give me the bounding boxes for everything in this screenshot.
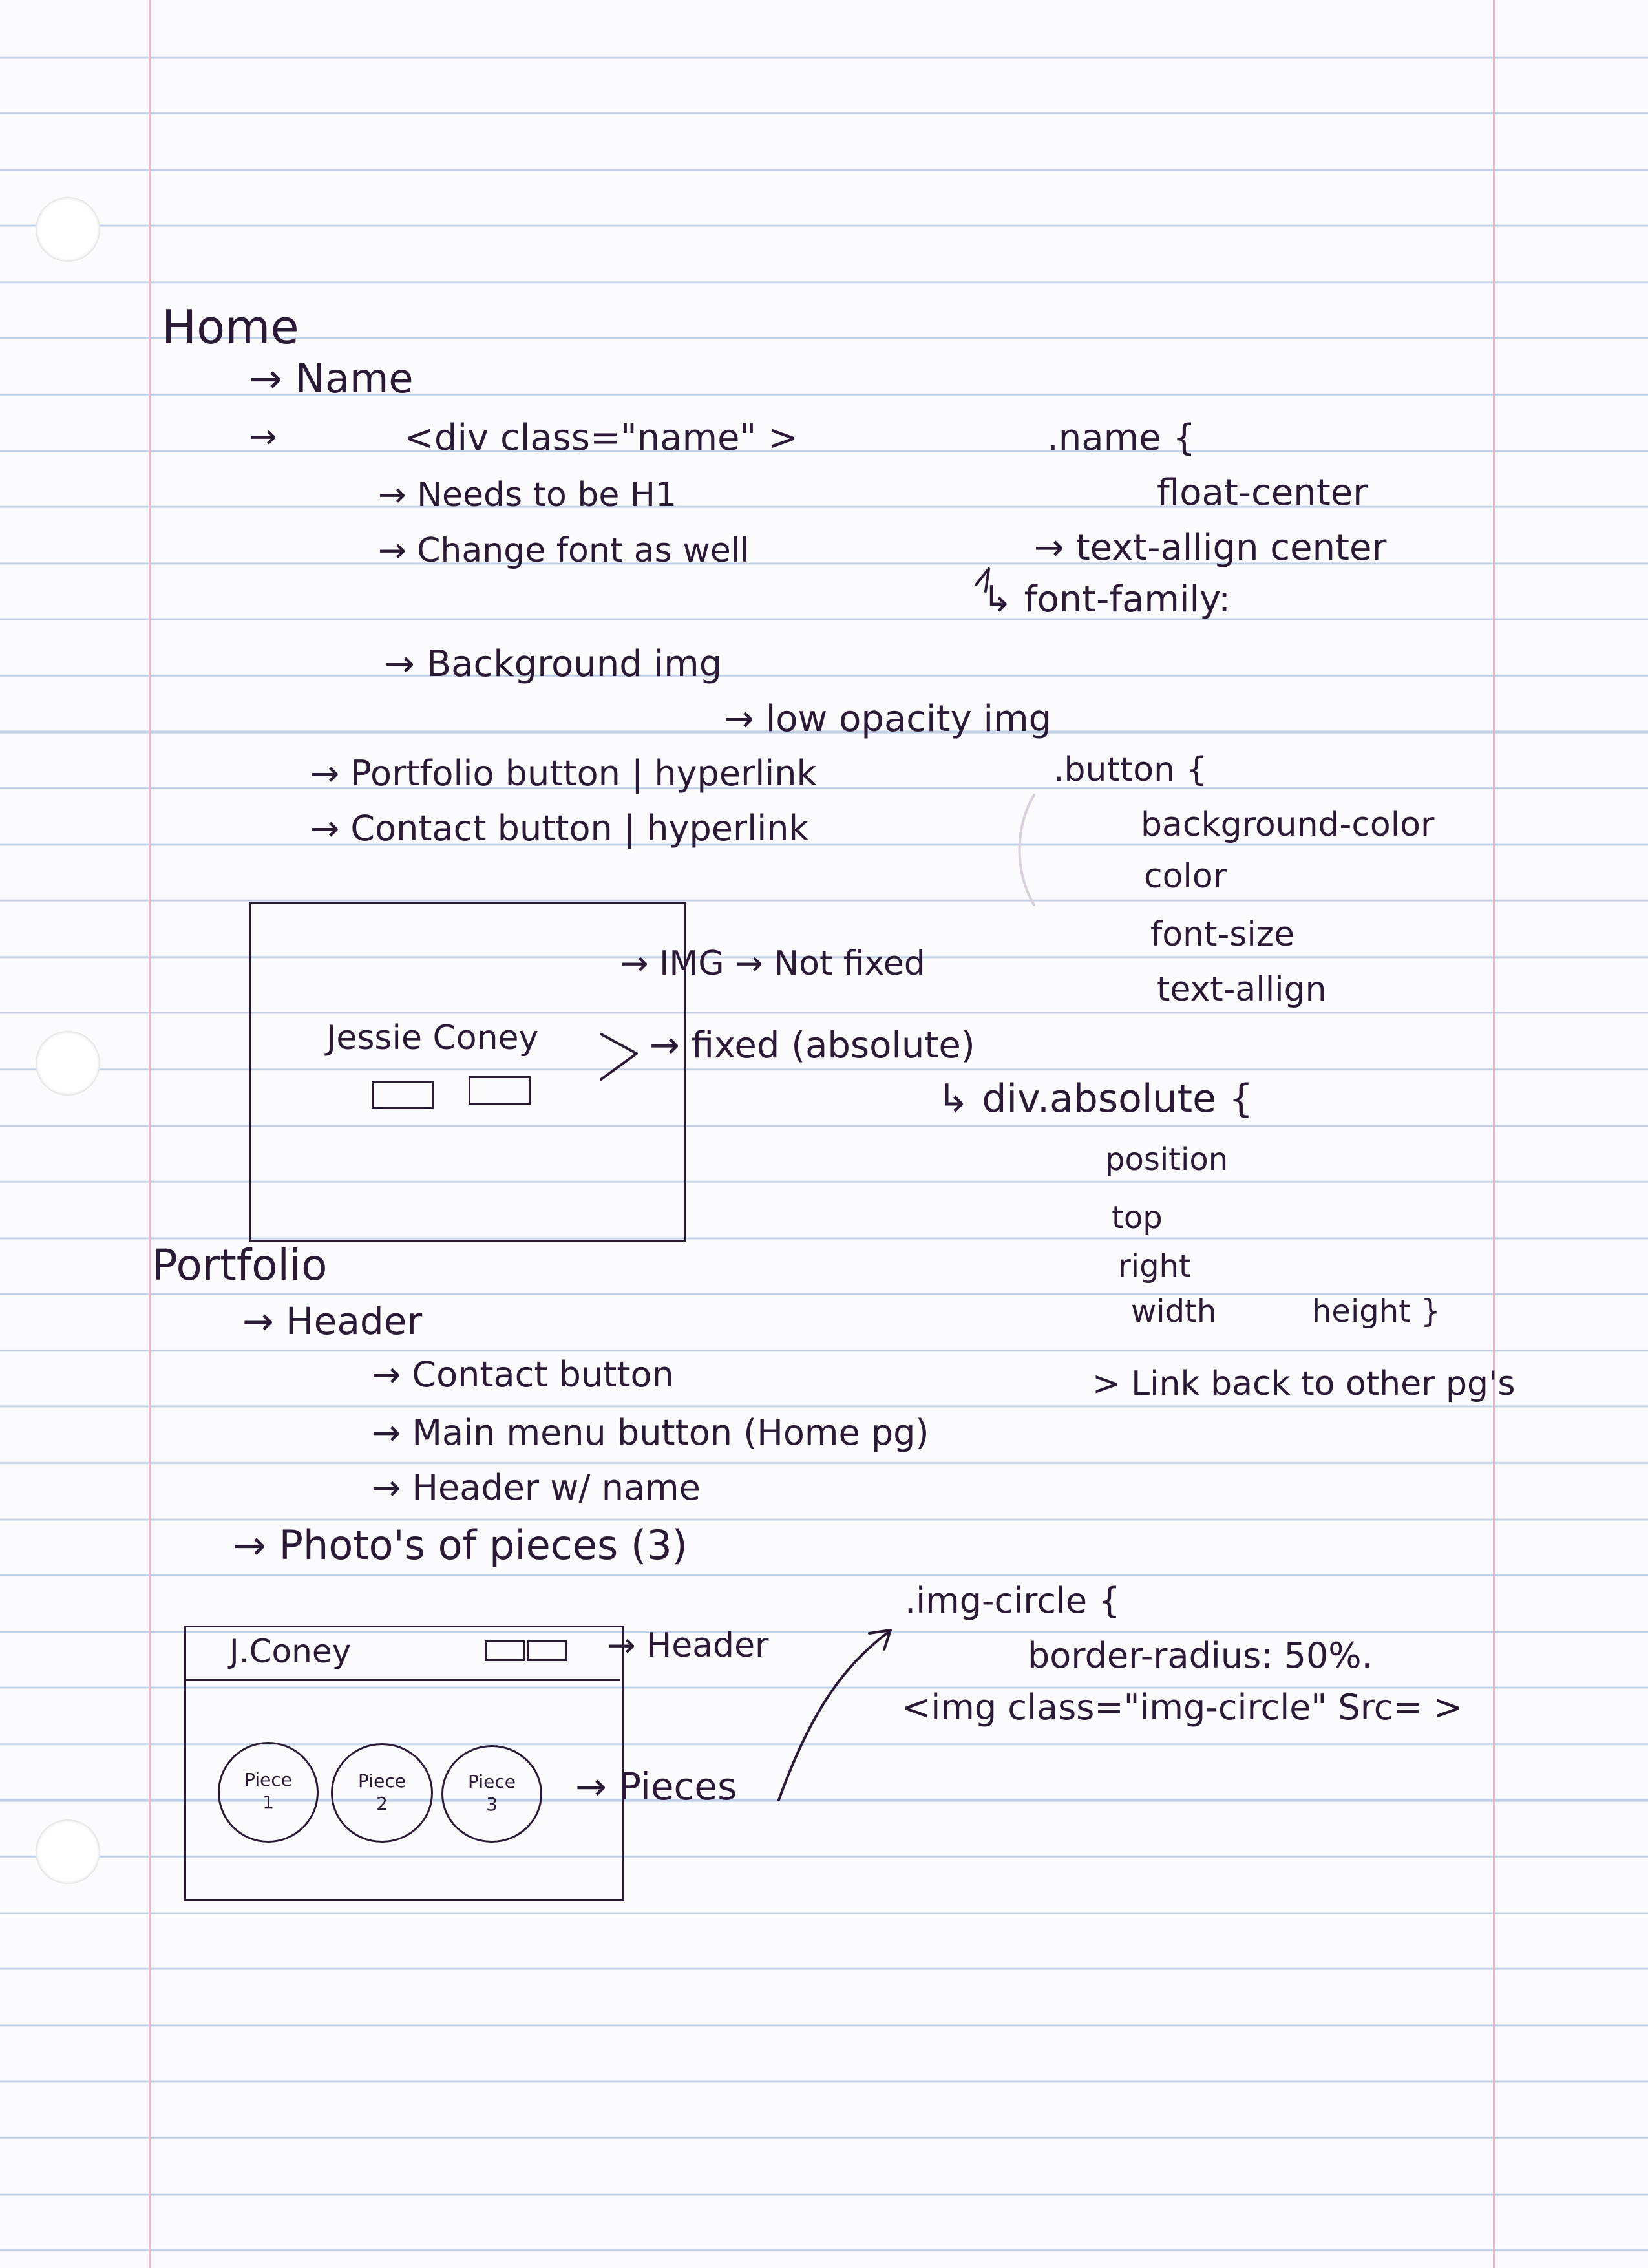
sketch-header-name: J.Coney xyxy=(229,1633,352,1670)
margin-line-left xyxy=(149,0,151,2268)
portfolio-button-note: → Portfolio button | hyperlink xyxy=(310,753,817,794)
main-menu-button-item: → Main menu button (Home pg) xyxy=(372,1412,929,1453)
font-family-branch-stroke xyxy=(975,567,990,593)
background-img-note: → Background img xyxy=(385,643,723,685)
needs-h1-note: → Needs to be H1 xyxy=(378,476,677,514)
portfolio-wireframe-sketch xyxy=(184,1626,624,1901)
home-heading: Home xyxy=(162,300,299,354)
float-center: float-center xyxy=(1157,472,1368,514)
header-label: → Header xyxy=(607,1626,769,1665)
sketch-button-left xyxy=(372,1081,434,1109)
pieces-label: → Pieces xyxy=(575,1765,737,1808)
sketch-button-right xyxy=(469,1076,531,1105)
img-not-fixed-note: → IMG → Not fixed xyxy=(620,944,925,983)
prop-font-size: font-size xyxy=(1150,915,1295,954)
sketch-chevron-stroke xyxy=(600,1033,638,1081)
pieces-to-css-arrow xyxy=(777,1631,890,1801)
binder-hole-bottom xyxy=(36,1819,100,1884)
button-rule-open: .button { xyxy=(1053,750,1207,789)
div-class-line: <div class="name" > xyxy=(404,417,798,459)
margin-line-right xyxy=(1493,0,1495,2268)
binder-hole-top xyxy=(36,197,100,262)
sketch-header-bar xyxy=(184,1626,620,1681)
low-opacity-note: → low opacity img xyxy=(724,698,1052,740)
name-item: → Name xyxy=(249,355,414,402)
faint-brace-stroke xyxy=(1018,794,1035,906)
portfolio-heading: Portfolio xyxy=(152,1240,328,1290)
change-font-note: → Change font as well xyxy=(378,531,750,570)
sketch-name: Jessie Coney xyxy=(326,1019,539,1057)
prop-background-color: background-color xyxy=(1141,805,1435,844)
div-absolute-rule: ↳ div.absolute { xyxy=(937,1076,1254,1121)
piece-1-label: Piece 1 xyxy=(244,1769,292,1813)
piece-3-label: Piece 3 xyxy=(468,1771,516,1815)
text-allign-center: → text-allign center xyxy=(1034,527,1387,569)
sketch-header-button-1 xyxy=(485,1640,525,1661)
prop-color: color xyxy=(1144,857,1227,896)
prop-position: position xyxy=(1105,1141,1229,1178)
font-family-prop: ↳ font-family: xyxy=(982,578,1231,620)
link-back-note: > Link back to other pg's xyxy=(1092,1364,1516,1403)
img-class-line: <img class="img-circle" Src= > xyxy=(902,1687,1463,1728)
prop-top: top xyxy=(1112,1200,1163,1236)
home-wireframe-sketch xyxy=(249,902,686,1242)
piece-3-circle: Piece 3 xyxy=(441,1745,542,1843)
piece-2-circle: Piece 2 xyxy=(331,1743,433,1843)
arrow-marker: → xyxy=(249,418,277,456)
piece-1-circle: Piece 1 xyxy=(218,1742,319,1843)
border-radius-prop: border-radius: 50%. xyxy=(1028,1635,1373,1676)
contact-button-item: → Contact button xyxy=(372,1354,674,1395)
arrowhead-stroke xyxy=(868,1629,892,1651)
prop-height: height } xyxy=(1312,1293,1441,1330)
sketch-header-button-2 xyxy=(527,1640,567,1661)
photos-of-pieces-item: → Photo's of pieces (3) xyxy=(233,1521,688,1569)
prop-text-allign: text-allign xyxy=(1157,970,1327,1009)
header-item: → Header xyxy=(242,1299,423,1343)
header-with-name-item: → Header w/ name xyxy=(372,1467,701,1508)
name-rule-open: .name { xyxy=(1047,417,1196,459)
fixed-absolute-note: → fixed (absolute) xyxy=(650,1024,975,1066)
piece-2-label: Piece 2 xyxy=(358,1770,406,1814)
img-circle-rule: .img-circle { xyxy=(905,1580,1121,1621)
prop-right: right xyxy=(1118,1248,1191,1284)
contact-button-note: → Contact button | hyperlink xyxy=(310,808,809,849)
prop-width: width xyxy=(1131,1293,1217,1330)
binder-hole-middle xyxy=(36,1031,100,1096)
